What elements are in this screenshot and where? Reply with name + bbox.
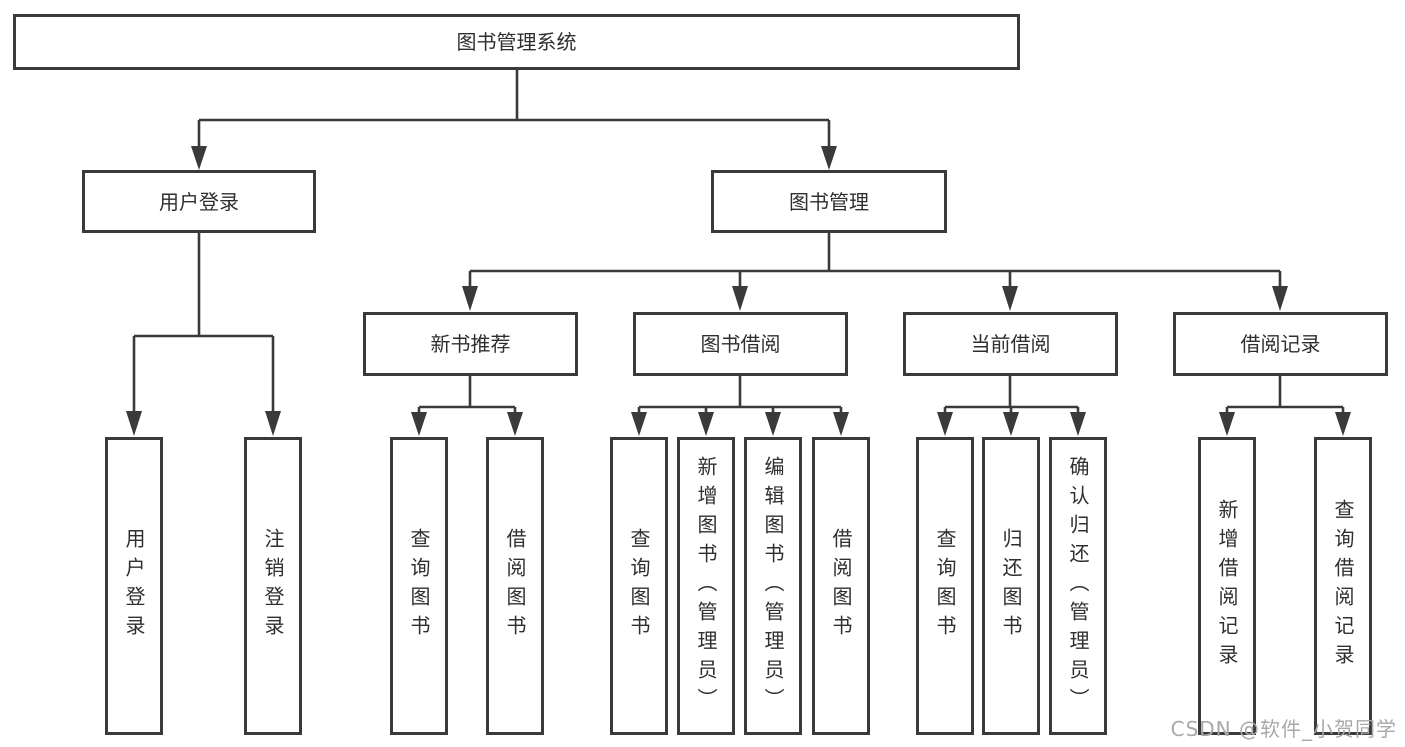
- connector-borrowing-records-to-leaves: [1219, 376, 1351, 436]
- connector-book-borrowing-to-leaves: [631, 376, 849, 436]
- arrowhead: [1335, 412, 1351, 436]
- arrowhead: [1002, 286, 1018, 311]
- arrowhead: [833, 412, 849, 436]
- node-new-book-recommend: 新书推荐: [363, 312, 578, 376]
- arrowhead: [191, 146, 207, 170]
- arrowhead: [765, 412, 781, 436]
- leaf-logout: 注销登录: [244, 437, 302, 735]
- arrowhead: [732, 286, 748, 311]
- arrowhead: [126, 411, 142, 436]
- connector-root-to-level2: [191, 70, 837, 170]
- arrowhead: [698, 412, 714, 436]
- leaf-current-query-books: 查询图书: [916, 437, 974, 735]
- leaf-return-books: 归还图书: [982, 437, 1040, 735]
- connector-book-management-to-level3: [462, 233, 1288, 311]
- connector-user-login-to-leaves: [126, 233, 281, 436]
- arrowhead: [1272, 286, 1288, 311]
- node-book-borrowing: 图书借阅: [633, 312, 848, 376]
- leaf-add-books-admin: 新增图书（管理员）: [677, 437, 735, 735]
- leaf-recommend-query-books: 查询图书: [390, 437, 448, 735]
- arrowhead: [265, 411, 281, 436]
- leaf-confirm-return-admin: 确认归还（管理员）: [1049, 437, 1107, 735]
- leaf-user-login: 用户登录: [105, 437, 163, 735]
- arrowhead: [1003, 412, 1019, 436]
- leaf-edit-books-admin: 编辑图书（管理员）: [744, 437, 802, 735]
- leaf-recommend-borrow-books: 借阅图书: [486, 437, 544, 735]
- arrowhead: [631, 412, 647, 436]
- connector-new-book-recommend-to-leaves: [411, 376, 523, 436]
- arrowhead: [462, 286, 478, 311]
- node-user-login: 用户登录: [82, 170, 316, 233]
- node-borrowing-records: 借阅记录: [1173, 312, 1388, 376]
- arrowhead: [821, 146, 837, 170]
- leaf-borrowing-borrow-books: 借阅图书: [812, 437, 870, 735]
- leaf-query-borrow-record: 查询借阅记录: [1314, 437, 1372, 735]
- node-book-management-system: 图书管理系统: [13, 14, 1020, 70]
- connector-current-borrowing-to-leaves: [937, 376, 1086, 436]
- arrowhead: [1219, 412, 1235, 436]
- leaf-add-borrow-record: 新增借阅记录: [1198, 437, 1256, 735]
- leaf-borrowing-query-books: 查询图书: [610, 437, 668, 735]
- node-current-borrowing: 当前借阅: [903, 312, 1118, 376]
- node-book-management: 图书管理: [711, 170, 947, 233]
- arrowhead: [937, 412, 953, 436]
- arrowhead: [507, 412, 523, 436]
- arrowhead: [411, 412, 427, 436]
- arrowhead: [1070, 412, 1086, 436]
